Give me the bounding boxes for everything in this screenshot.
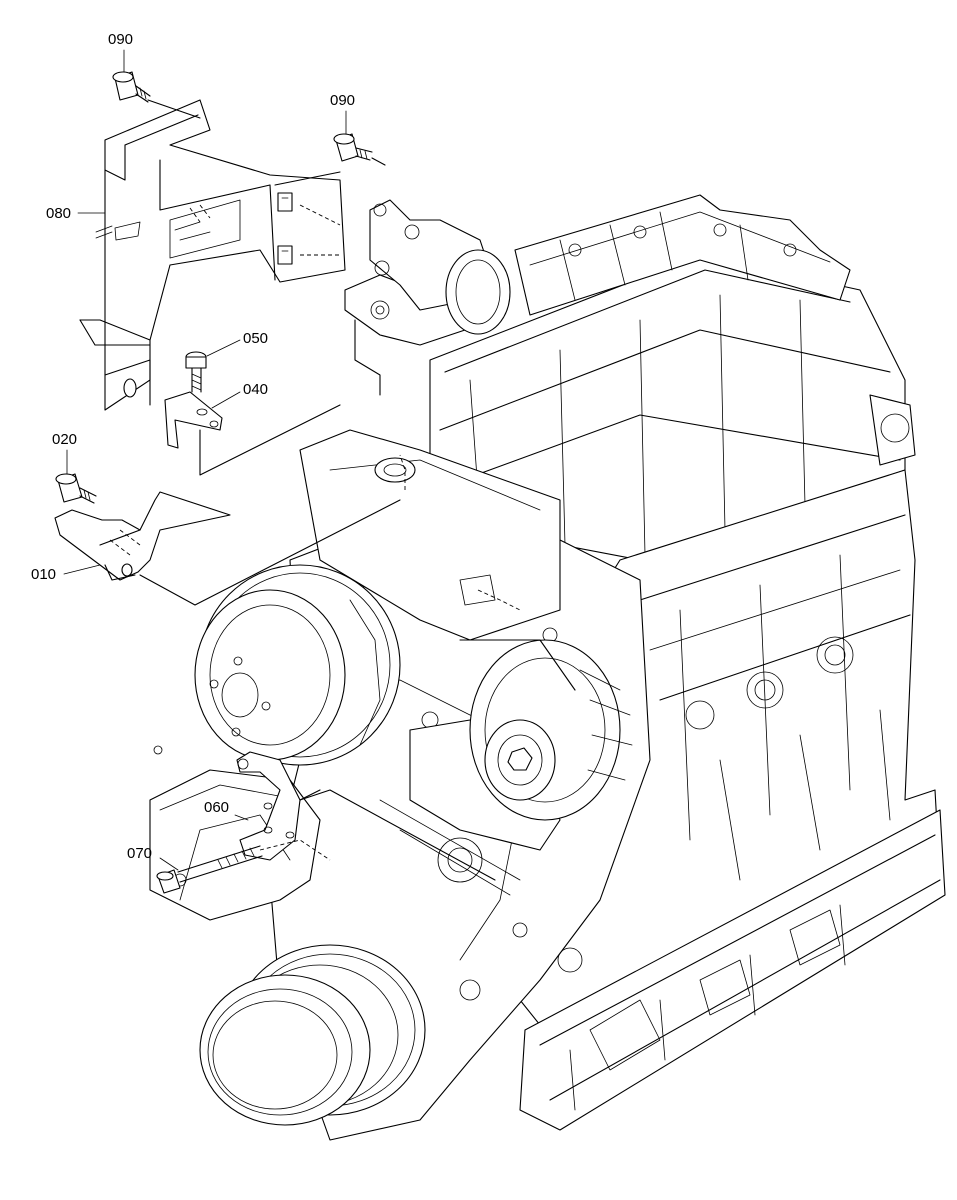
- bolt-090-upper[interactable]: [112, 71, 151, 103]
- crankshaft-pulley: [199, 944, 426, 1126]
- callout-020: 020: [52, 431, 77, 475]
- callout-090-lower: 090: [330, 92, 355, 135]
- callout-label-010: 010: [31, 566, 56, 583]
- bracket-010[interactable]: [54, 491, 401, 606]
- bolt-090-lower[interactable]: [333, 133, 373, 162]
- callout-010: 010: [31, 564, 101, 583]
- alternator: [459, 639, 633, 821]
- callout-label-060: 060: [204, 799, 229, 816]
- assembly-lines: [147, 99, 521, 881]
- callout-label-080: 080: [46, 205, 71, 222]
- callout-070: 070: [127, 845, 179, 871]
- water-flange: [344, 199, 511, 346]
- callout-label-020: 020: [52, 431, 77, 448]
- bracket-040[interactable]: [164, 391, 341, 476]
- callout-label-050: 050: [243, 330, 268, 347]
- callout-label-090-upper: 090: [108, 31, 133, 48]
- bolt-020[interactable]: [55, 473, 97, 504]
- bracket-080[interactable]: [79, 99, 346, 411]
- callout-090-upper: 090: [108, 31, 133, 73]
- water-pump-pulley: [194, 564, 401, 766]
- callout-040: 040: [211, 381, 268, 409]
- callout-060: 060: [204, 799, 249, 821]
- callout-label-070: 070: [127, 845, 152, 862]
- callout-label-040: 040: [243, 381, 268, 398]
- callout-label-090-lower: 090: [330, 92, 355, 109]
- bolt-050[interactable]: [185, 351, 207, 393]
- callout-050: 050: [206, 330, 268, 357]
- callout-080: 080: [46, 205, 113, 239]
- bolt-070[interactable]: [156, 845, 263, 894]
